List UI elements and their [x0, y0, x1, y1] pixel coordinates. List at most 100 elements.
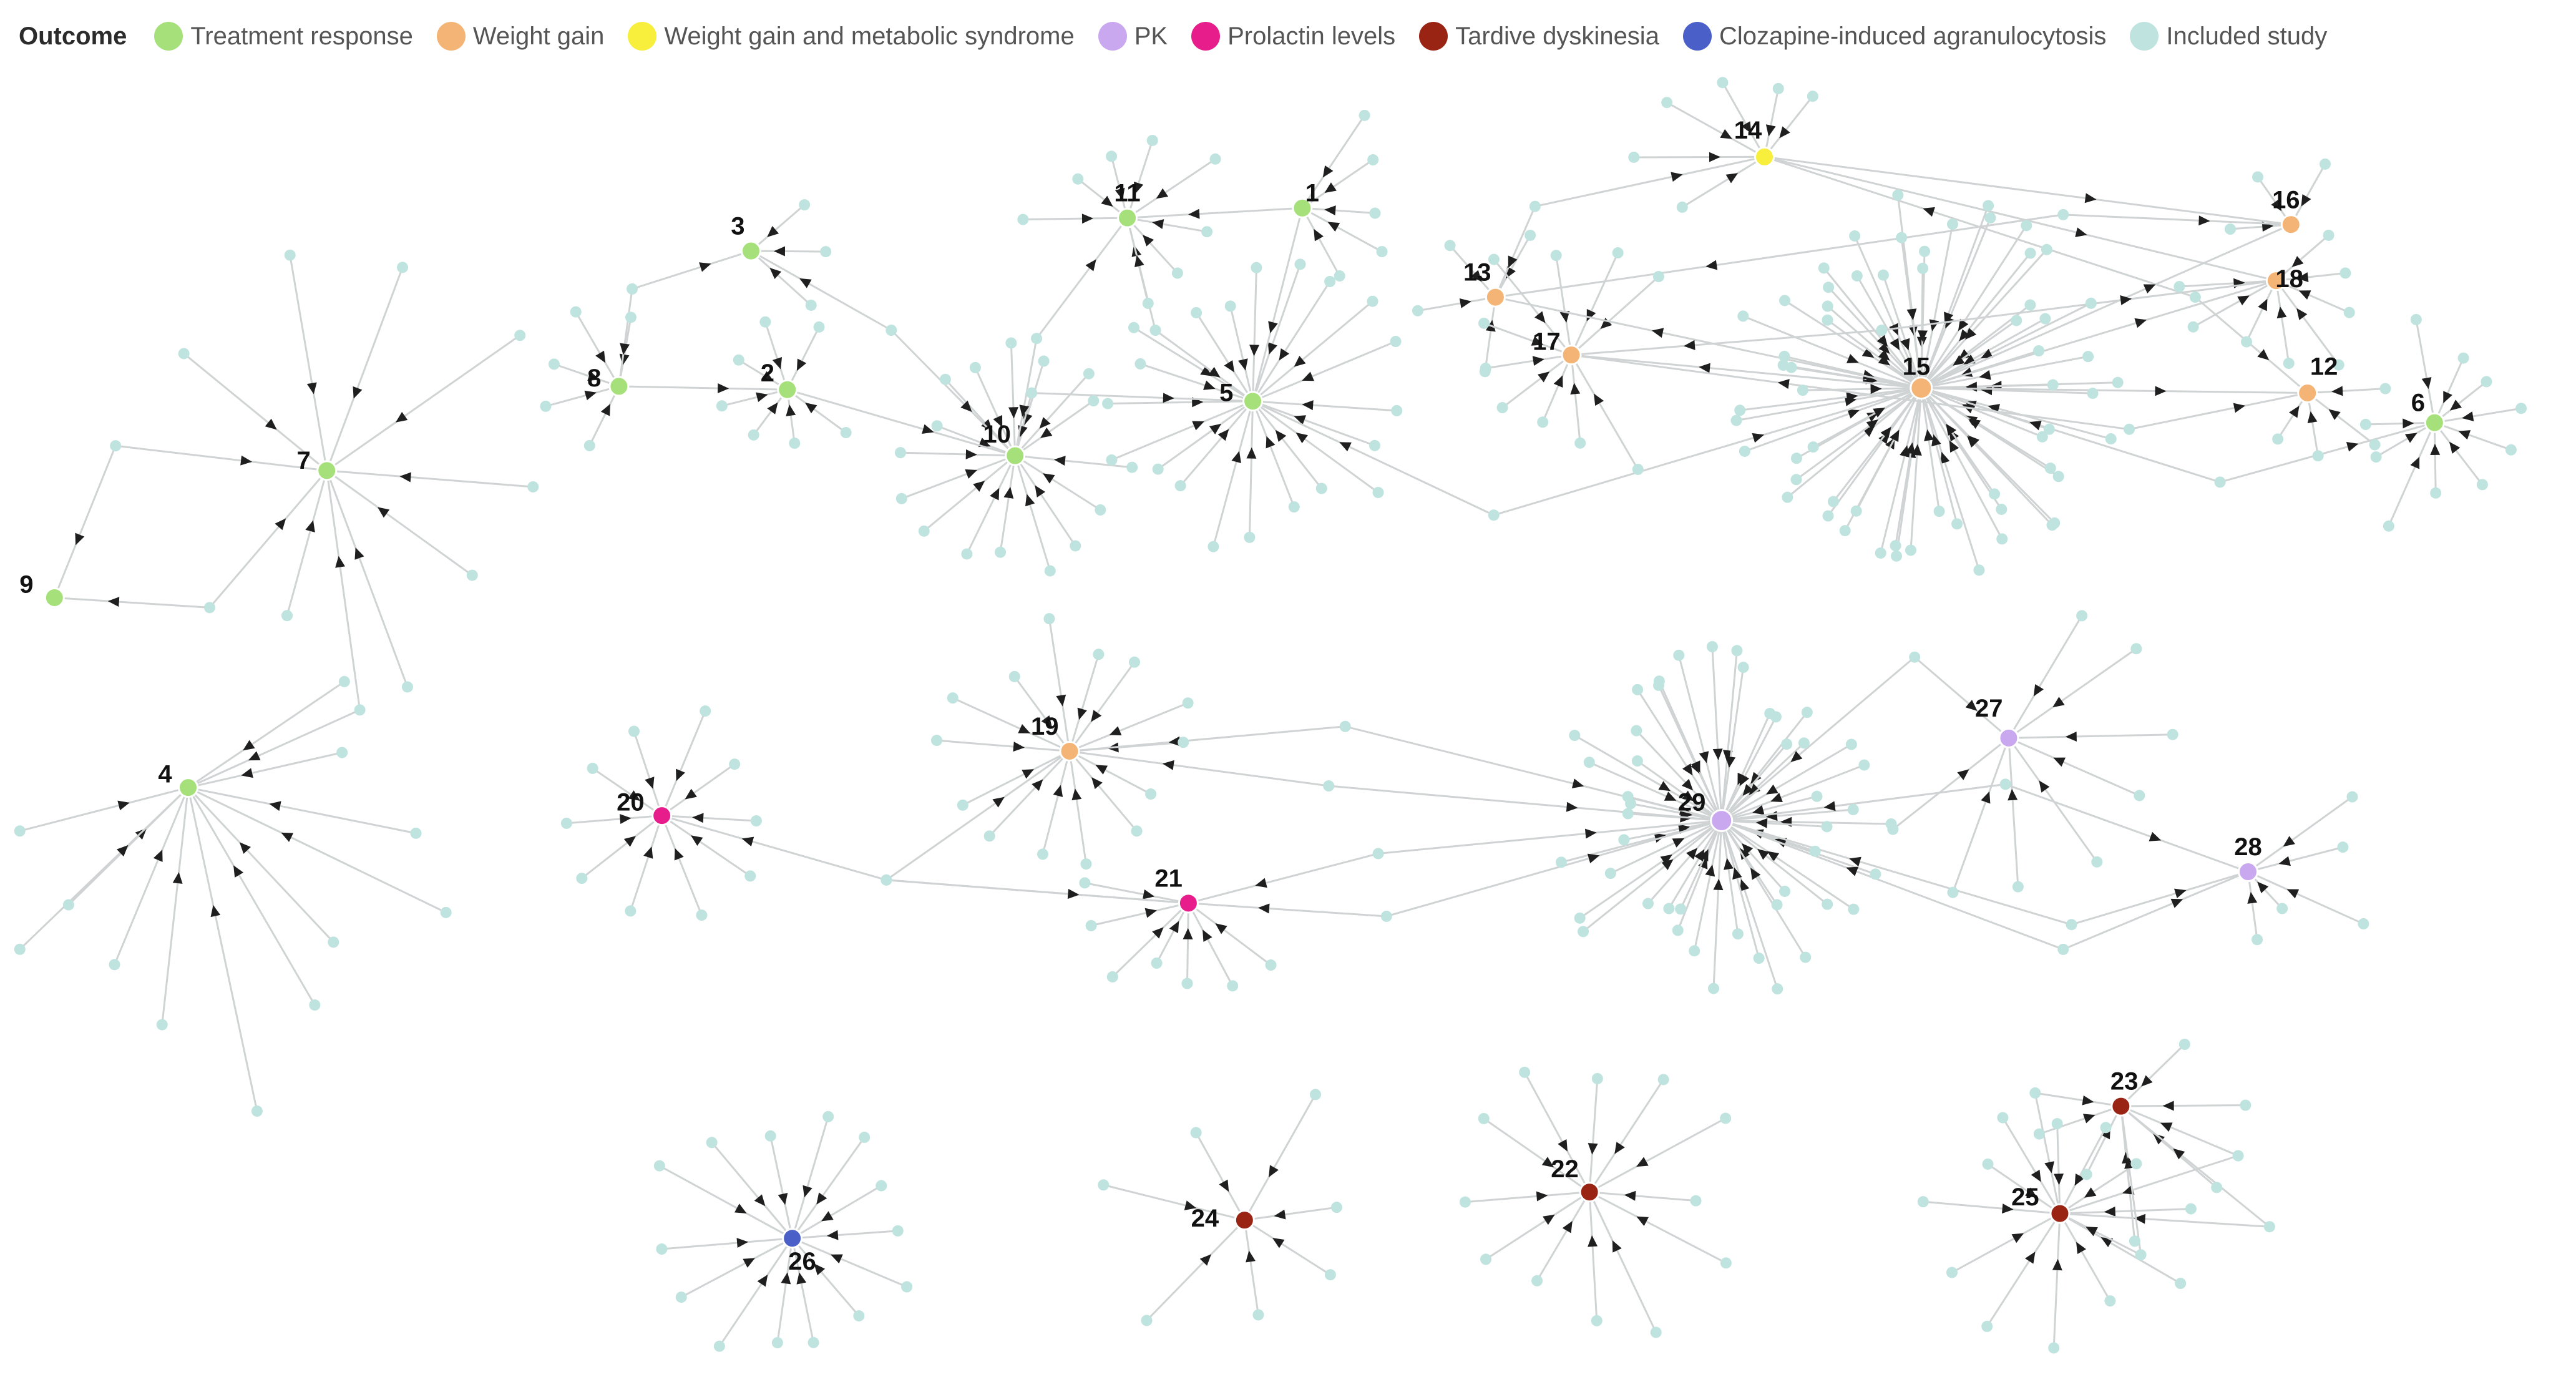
outcome-node-16[interactable] [2280, 214, 2301, 235]
edge-link-10 [890, 329, 1016, 457]
included-study-node [1093, 649, 1105, 660]
edge-arrowhead [1249, 345, 1260, 356]
edge-arrowhead [1231, 451, 1241, 464]
outcome-node-19[interactable] [1059, 740, 1080, 762]
outcome-node-10[interactable] [1005, 445, 1026, 466]
included-study-node [2076, 610, 2088, 622]
edge-link-7 [208, 469, 328, 609]
edge-arrowhead [1672, 838, 1685, 848]
edge-arrowhead [1470, 270, 1482, 282]
edge-study-22 [1523, 1072, 1591, 1193]
outcome-node-24[interactable] [1234, 1210, 1255, 1231]
included-study-node [570, 306, 582, 318]
edge-arrowhead [1587, 853, 1600, 864]
edge-study-27 [1952, 737, 2010, 893]
edge-arrowhead [1053, 456, 1066, 466]
edge-study-19 [952, 697, 1070, 752]
edge-arrowhead [623, 836, 636, 847]
included-study-node [2052, 471, 2064, 483]
edge-study-4 [188, 752, 343, 789]
outcome-node-13[interactable] [1485, 287, 1506, 308]
outcome-node-28[interactable] [2237, 861, 2258, 883]
edge-link-14-18 [1764, 155, 2276, 282]
edge-study-23 [2120, 1104, 2246, 1107]
edge-arrowhead [1739, 773, 1750, 787]
included-study-node [1376, 246, 1388, 258]
edge-study-22 [1589, 1117, 1726, 1193]
outcome-node-22[interactable] [1579, 1182, 1600, 1203]
edge-link-5 [1032, 392, 1253, 403]
included-study-node [1946, 218, 1958, 230]
edge-arrowhead [1878, 355, 1890, 366]
edge-study-23 [2086, 1105, 2122, 1175]
edge-study-17 [1571, 275, 1659, 356]
included-study-node [1591, 1072, 1603, 1084]
edge-arrowhead [1169, 921, 1179, 934]
outcome-node-17[interactable] [1561, 345, 1582, 366]
outcome-node-20[interactable] [651, 805, 673, 826]
edge-arrowhead [1690, 760, 1700, 773]
outcome-node-4[interactable] [178, 777, 199, 798]
edge-arrowhead [2153, 1133, 2165, 1145]
edge-study-24 [1146, 1219, 1246, 1321]
edge-arrowhead [1035, 485, 1046, 497]
edge-arrowhead [1531, 336, 1544, 346]
edge-study-4 [161, 787, 190, 1025]
edge-arrowhead [2257, 881, 2269, 893]
included-study-node [1631, 725, 1642, 737]
included-study-node [2252, 171, 2263, 183]
edge-study-10 [1014, 455, 1051, 572]
edge-study-25 [1923, 1200, 2061, 1215]
edge-arrowhead [826, 1230, 839, 1240]
included-study-node [1488, 253, 1500, 265]
legend: Outcome Treatment response Weight gain W… [19, 14, 2327, 59]
edge-study-20 [661, 763, 736, 816]
outcome-node-25[interactable] [2049, 1203, 2071, 1224]
outcome-node-29[interactable] [1710, 809, 1734, 833]
outcome-node-23[interactable] [2110, 1095, 2132, 1117]
edge-arrowhead [676, 768, 685, 782]
edge-arrowhead [2086, 1227, 2098, 1237]
included-study-node [1809, 845, 1821, 857]
outcome-node-14[interactable] [1754, 146, 1775, 167]
outcome-node-6[interactable] [2424, 412, 2445, 433]
outcome-node-1[interactable] [1292, 197, 1313, 218]
edge-arrowhead [1946, 423, 1957, 436]
edge-arrowhead [1981, 348, 1993, 359]
outcome-node-11[interactable] [1117, 207, 1138, 228]
edge-link-17 [1571, 354, 2130, 431]
edge-link-18 [1881, 280, 2276, 331]
outcome-node-15[interactable] [1910, 376, 1933, 400]
included-study-node [696, 909, 708, 921]
edge-arrowhead [1889, 429, 1900, 443]
included-study-node [939, 373, 951, 385]
edge-arrowhead [1846, 866, 1859, 876]
outcome-node-26[interactable] [782, 1228, 803, 1249]
outcome-node-21[interactable] [1178, 893, 1199, 914]
included-study-node [1676, 201, 1688, 213]
edge-arrowhead [1757, 848, 1770, 860]
outcome-node-2[interactable] [777, 379, 798, 400]
outcome-node-27[interactable] [1998, 727, 2019, 748]
edge-study-15 [1920, 388, 1941, 512]
edge-arrowhead [1740, 879, 1750, 892]
outcome-node-8[interactable] [608, 376, 630, 397]
edge-arrowhead [743, 1258, 755, 1268]
outcome-node-12[interactable] [2297, 383, 2318, 404]
edge-study-14 [1764, 96, 1814, 158]
edge-arrowhead [2134, 1213, 2146, 1224]
edge-arrowhead [2082, 1114, 2095, 1124]
included-study-node [764, 1130, 776, 1142]
outcome-node-18[interactable] [2265, 270, 2286, 292]
edge-arrowhead [1324, 182, 1337, 193]
outcome-node-9[interactable] [44, 587, 65, 608]
included-study-node [1324, 1269, 1336, 1281]
outcome-node-7[interactable] [316, 460, 338, 481]
edge-arrowhead [1295, 433, 1308, 444]
outcome-node-3[interactable] [740, 240, 761, 262]
outcome-node-5[interactable] [1242, 391, 1264, 412]
outcome-label-25: 25 [2011, 1184, 2039, 1211]
edge-study-18 [2275, 280, 2290, 364]
legend-swatch-tardive-dyskinesia [1419, 22, 1448, 51]
edge-study-18 [2275, 234, 2330, 282]
